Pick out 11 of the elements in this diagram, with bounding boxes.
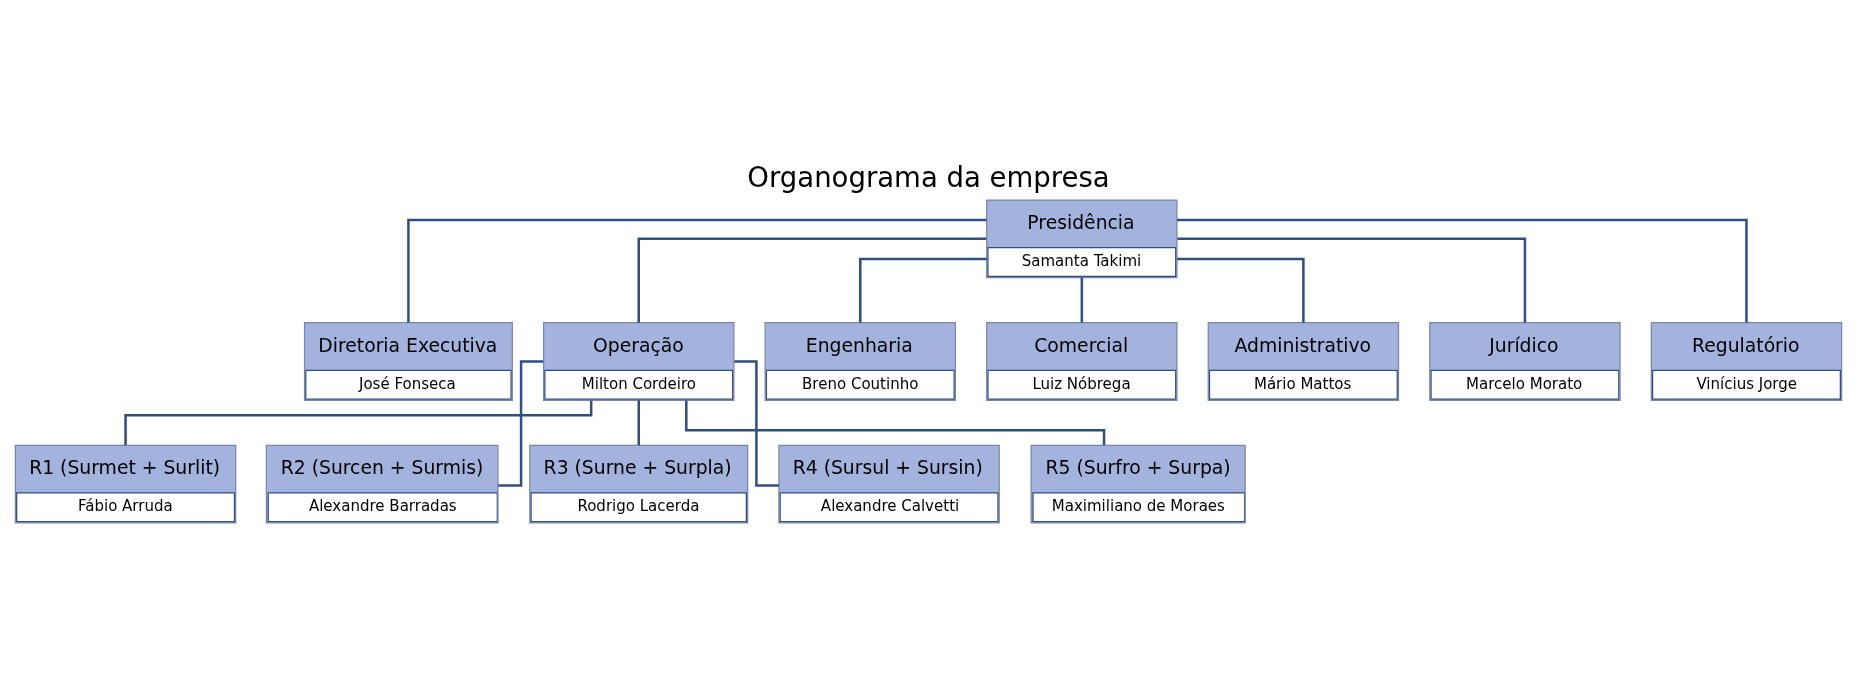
connector: [1177, 257, 1305, 323]
connector: [1080, 277, 1084, 323]
connector: [1177, 218, 1748, 323]
connector: [407, 218, 987, 323]
connector: [637, 237, 987, 323]
connector: [685, 400, 1106, 446]
connector: [859, 257, 987, 323]
connector: [124, 400, 593, 446]
diagram-title: Organograma da empresa: [747, 161, 1110, 194]
connector: [637, 400, 640, 446]
connector: [1177, 237, 1527, 323]
